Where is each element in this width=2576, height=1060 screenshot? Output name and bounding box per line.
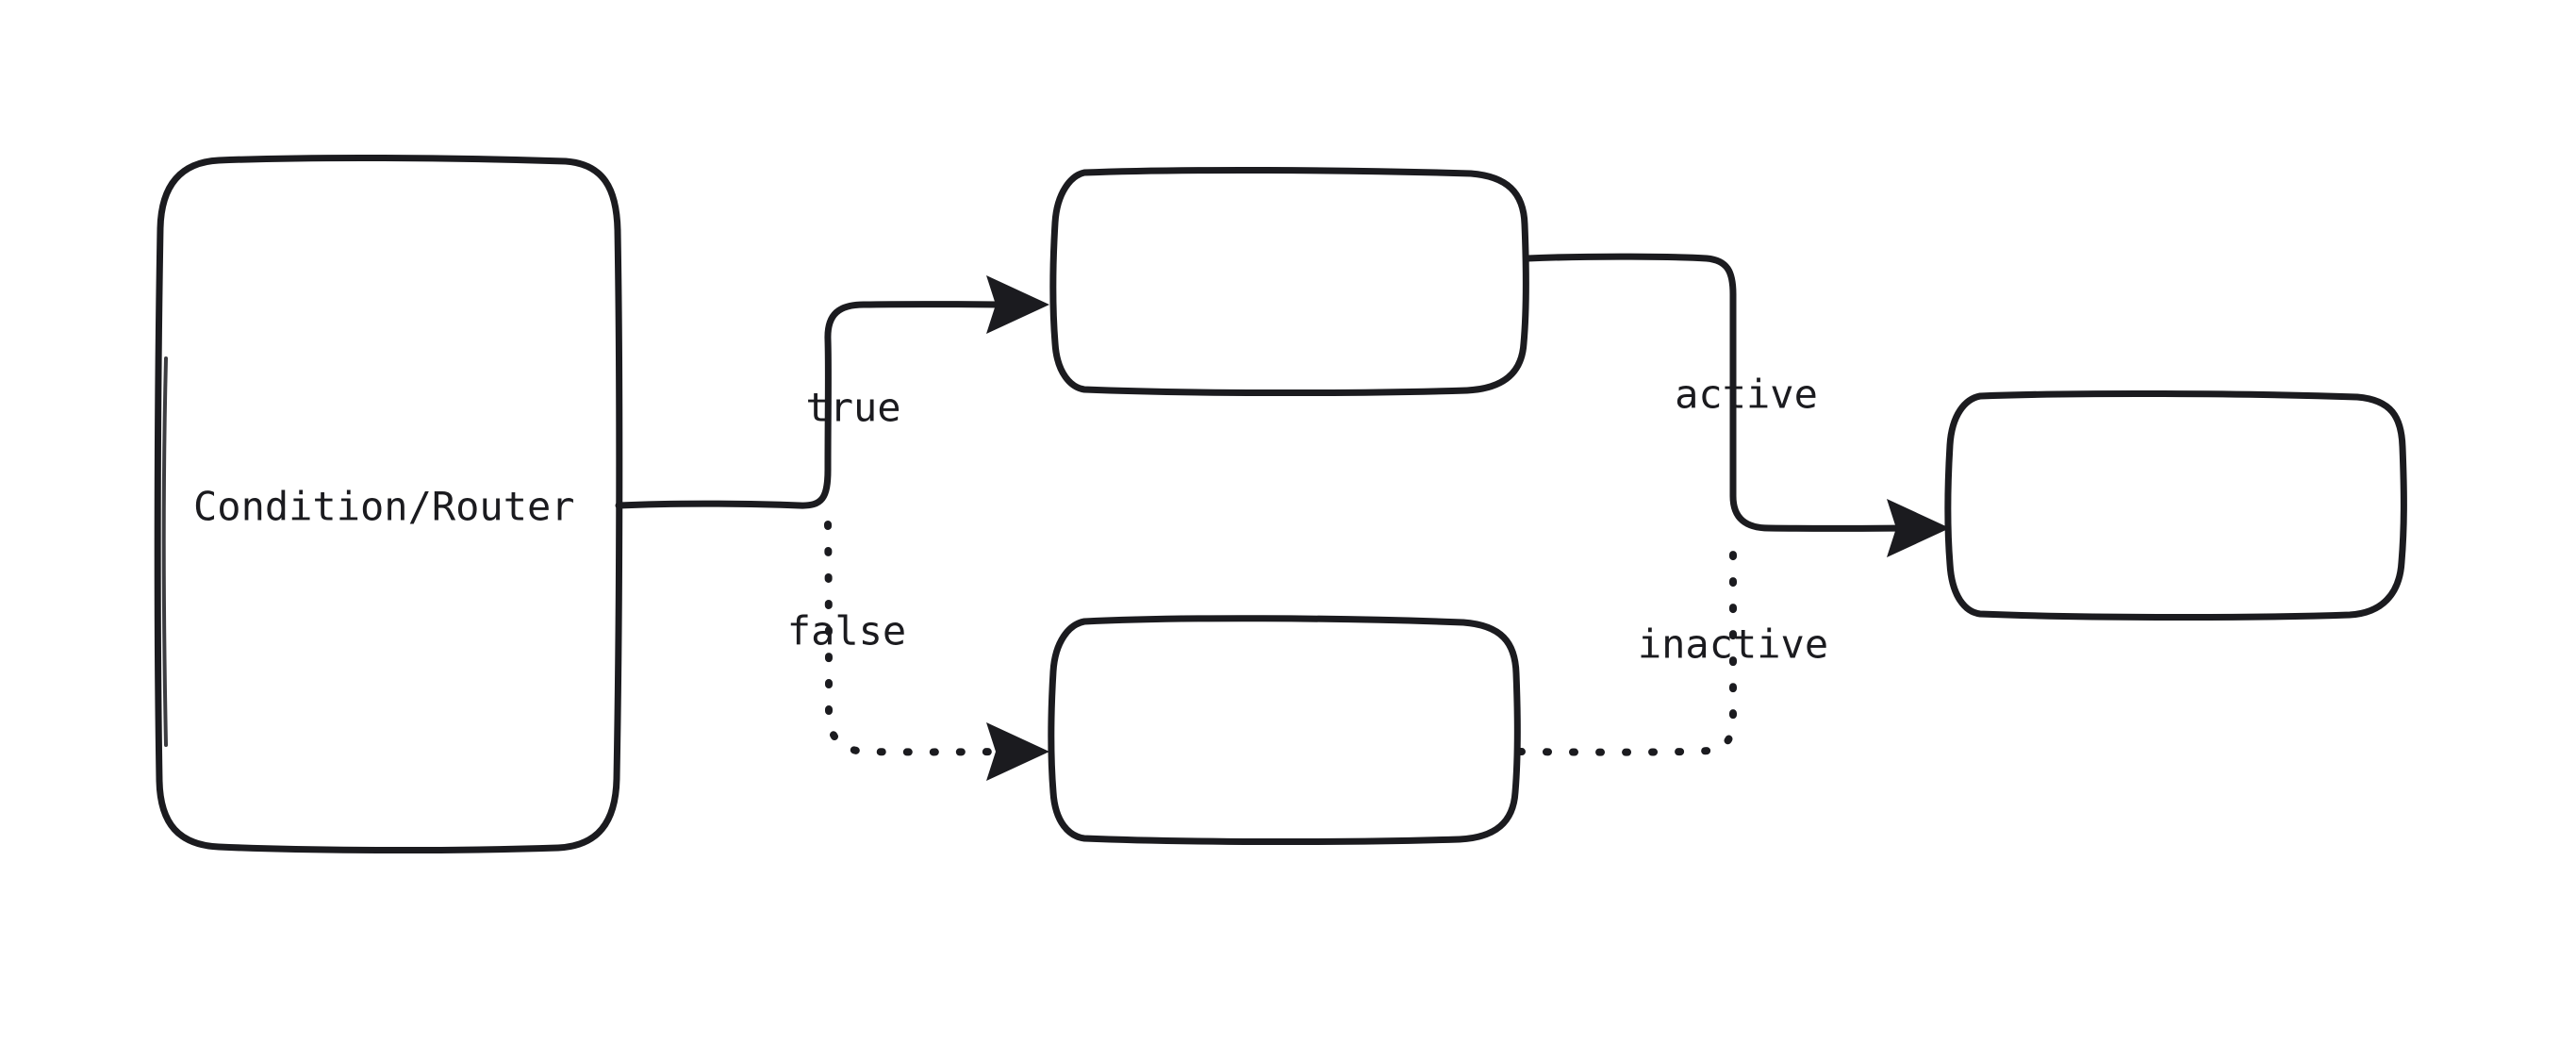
edge-false-path: [824, 521, 1025, 756]
edge-true-path: [615, 301, 1025, 509]
edge-inactive[interactable]: inactive: [1516, 545, 1828, 756]
edge-active-path: [1524, 253, 1925, 532]
edge-false-label: false: [787, 608, 906, 654]
edge-true-label: true: [805, 385, 900, 431]
node-merge[interactable]: [1944, 389, 2407, 621]
node-true-branch[interactable]: [1049, 166, 1529, 397]
edge-active-label: active: [1675, 372, 1818, 418]
node-router-sketch-stroke: [161, 356, 168, 747]
edge-false[interactable]: false: [787, 521, 1049, 781]
edge-active[interactable]: active: [1524, 253, 1950, 557]
node-merge-outline: [1944, 389, 2407, 621]
node-router-outline: [154, 154, 623, 854]
edge-false-arrowhead: [986, 722, 1049, 781]
node-false-branch[interactable]: [1048, 615, 1521, 846]
node-true-branch-outline: [1049, 166, 1529, 397]
node-router-label: Condition/Router: [193, 484, 575, 530]
edge-true[interactable]: true: [615, 275, 1049, 509]
edge-inactive-path: [1516, 545, 1738, 756]
node-router[interactable]: Condition/Router: [154, 154, 623, 854]
edge-true-arrowhead: [986, 275, 1049, 334]
edge-inactive-label: inactive: [1638, 621, 1828, 668]
edge-active-arrowhead: [1887, 499, 1950, 557]
node-false-branch-outline: [1048, 615, 1521, 846]
